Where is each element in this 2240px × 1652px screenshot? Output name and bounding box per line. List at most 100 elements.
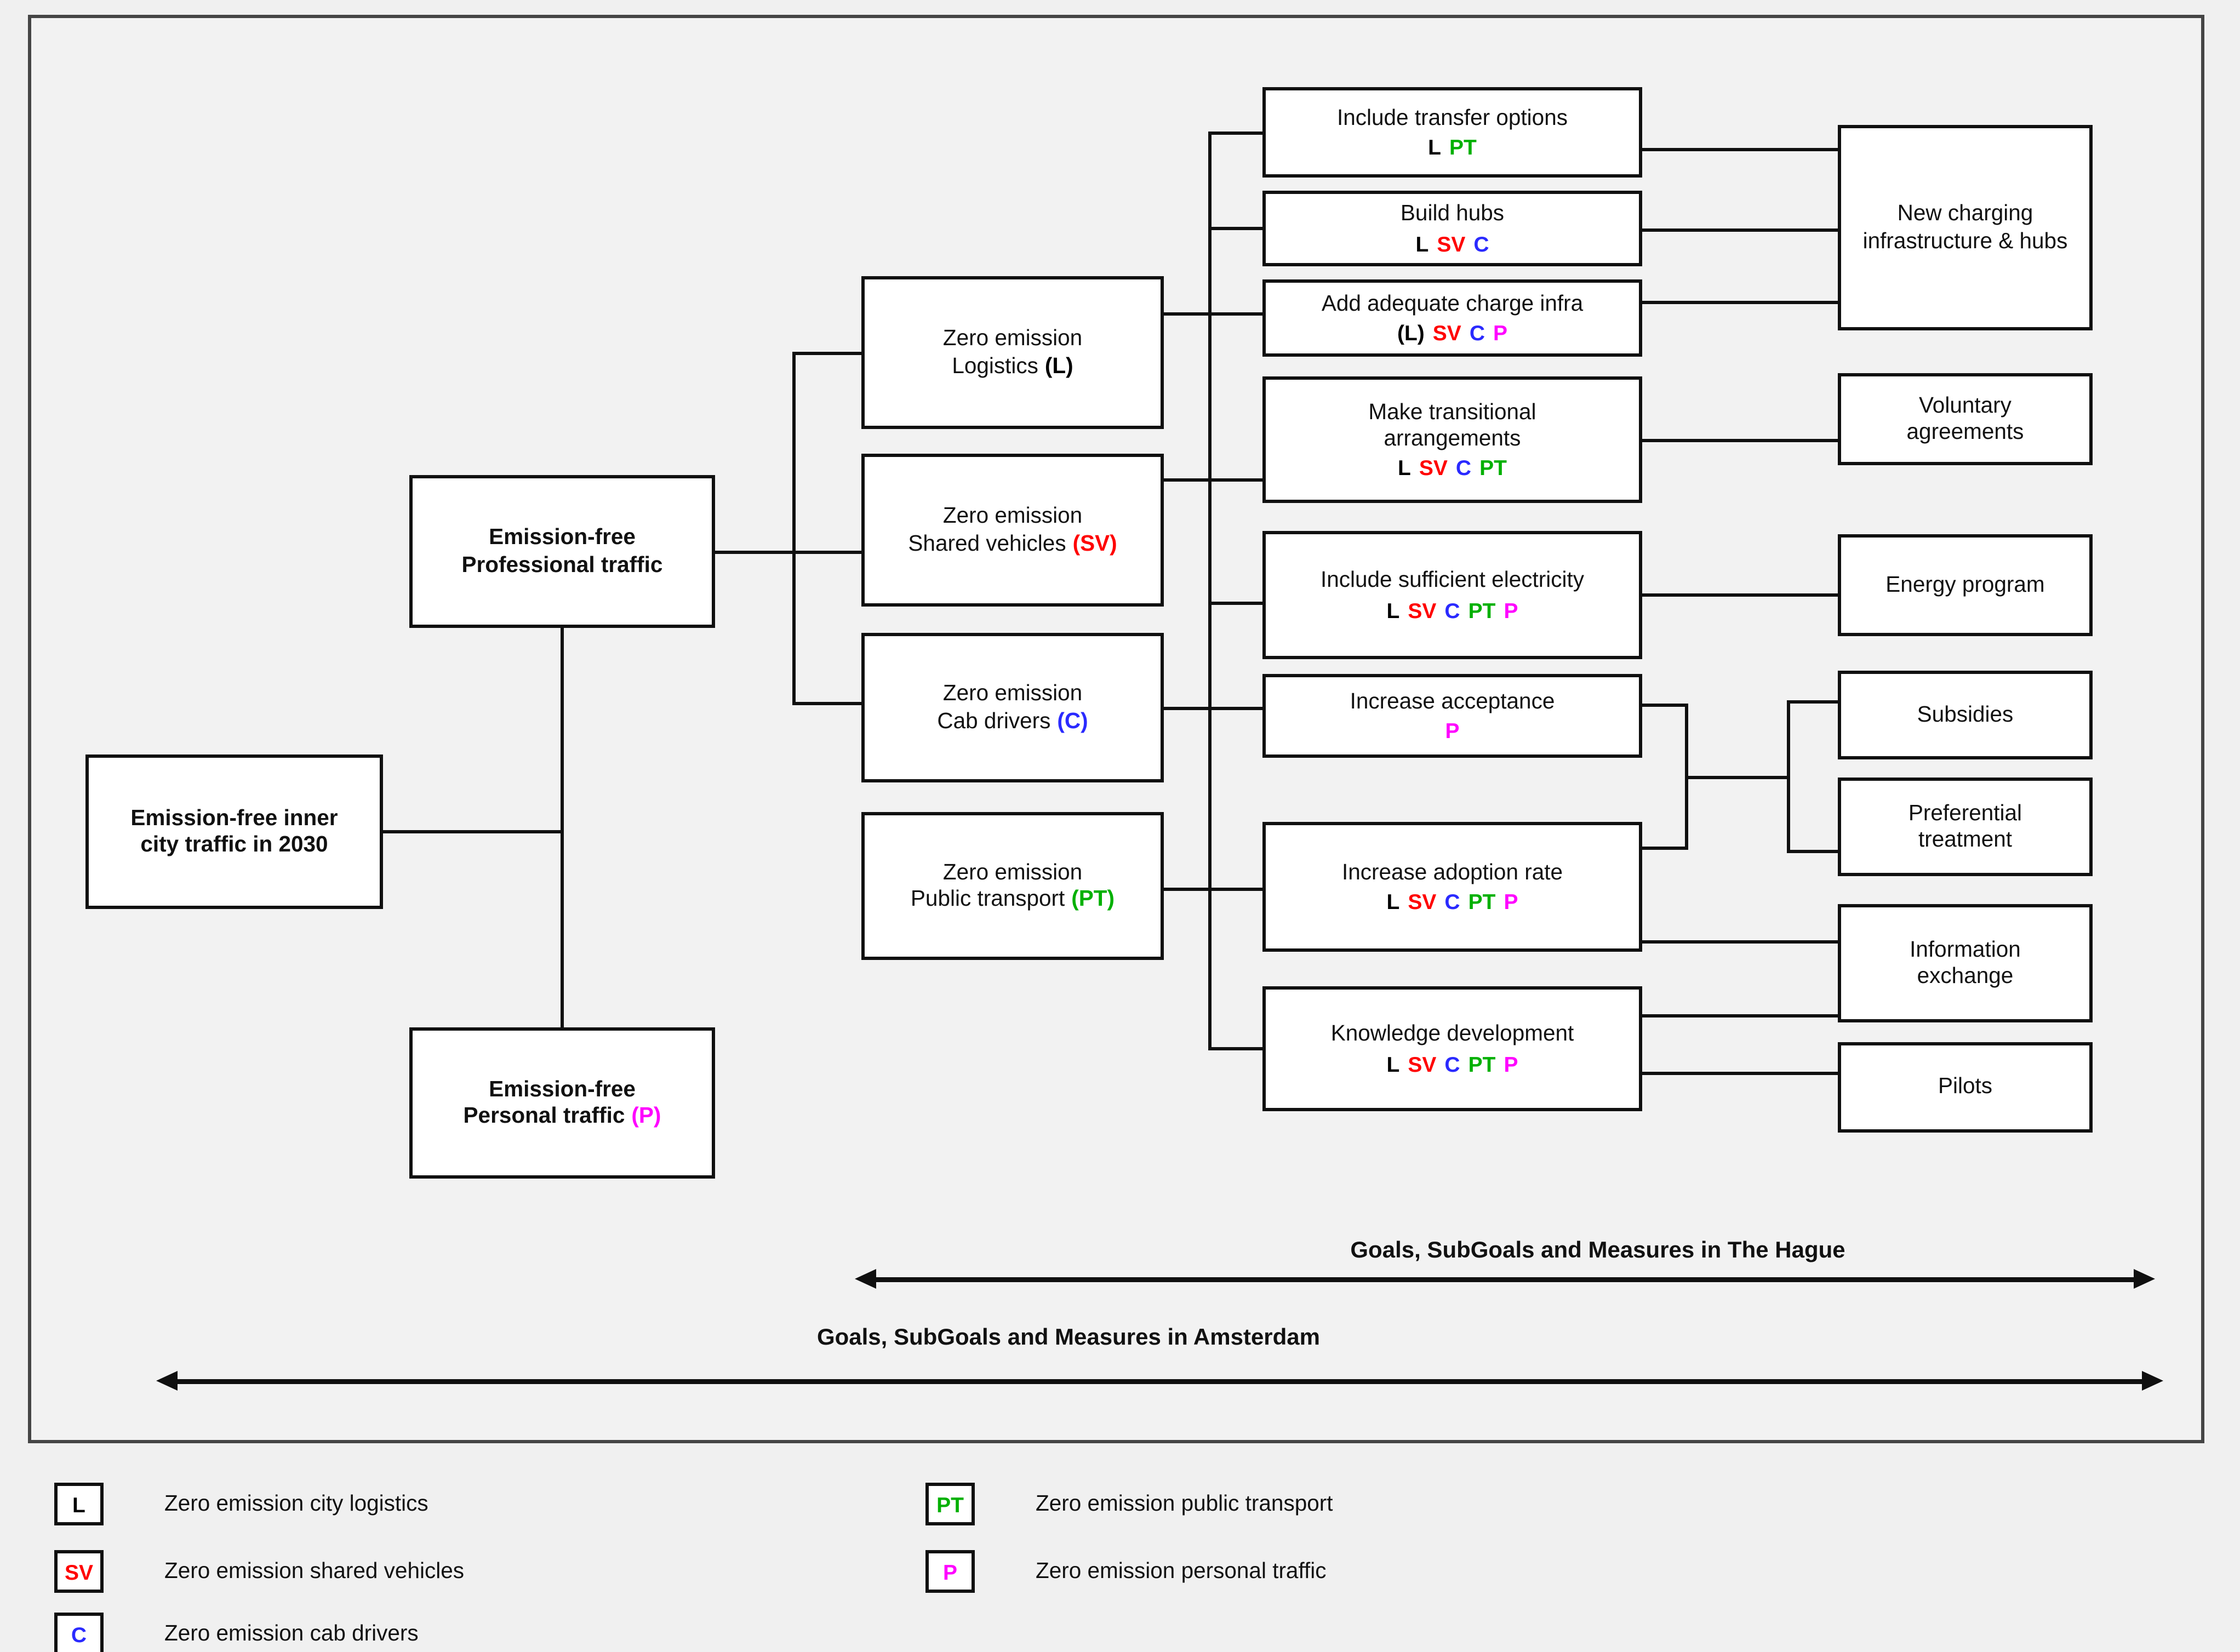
legend-label-city-logistics: Zero emission city logistics	[164, 1491, 428, 1516]
hague-scope-label: Goals, SubGoals and Measures in The Hagu…	[1350, 1236, 1845, 1262]
goal-cab-line2: Cab drivers(C)	[937, 708, 1088, 735]
legend-chip-C-letter: C	[71, 1621, 87, 1647]
amsterdam-arrowhead-left-icon	[156, 1371, 178, 1391]
goal-pt-text: Public transport	[910, 886, 1065, 911]
goal-logistics-text: Logistics	[952, 352, 1038, 378]
connector-root-trunk	[383, 830, 562, 833]
goal-pt-line2: Public transport(PT)	[911, 886, 1115, 913]
goal-box-shared-vehicles: Zero emission Shared vehicles(SV)	[861, 454, 1164, 607]
amsterdam-arrowhead-right-icon	[2142, 1371, 2163, 1391]
connector-acceptance-v1	[1642, 704, 1688, 707]
legend-chip-SV: SV	[54, 1550, 104, 1593]
measure-tag-L: L	[1415, 231, 1429, 256]
root-goal-box: Emission-free inner city traffic in 2030	[85, 754, 383, 909]
measure-title: Include sufficient electricity	[1320, 567, 1584, 592]
measure-title: Increase acceptance	[1350, 688, 1555, 713]
hague-arrowhead-left-icon	[855, 1269, 876, 1289]
connector-cabdrivers-acceptance	[1164, 707, 1262, 710]
connector-to-logistics	[792, 352, 861, 355]
connector-bus-knowledge	[1208, 1047, 1262, 1050]
goal-sv-code-SV: (SV)	[1072, 530, 1117, 555]
measure-title: Include transfer options	[1336, 105, 1568, 130]
measure-tag-L: L	[1386, 598, 1400, 623]
goal-logistics-code-L: (L)	[1044, 352, 1073, 378]
measure-tag-SV: SV	[1437, 231, 1466, 256]
goal-box-cab-drivers: Zero emission Cab drivers(C)	[861, 633, 1164, 782]
personal-line1: Emission-free	[489, 1076, 636, 1101]
goal-cab-text: Cab drivers	[937, 707, 1051, 733]
connector-bus-electricity	[1208, 602, 1262, 605]
amsterdam-scope-label: Goals, SubGoals and Measures in Amsterda…	[816, 1323, 1321, 1350]
legend-chip-P: P	[925, 1550, 975, 1593]
strategy-box-subsidies: Subsidies	[1838, 671, 2093, 759]
connector-knowledge-information	[1642, 1014, 1838, 1018]
legend-label-shared-vehicles: Zero emission shared vehicles	[164, 1558, 465, 1583]
strategy-title: Preferential treatment	[1908, 799, 2022, 851]
measure-tag-SV: SV	[1419, 456, 1448, 481]
connector-chargeinfra-charging	[1642, 301, 1838, 304]
personal-line2-text: Personal traffic	[463, 1103, 625, 1128]
legend-chip-C: C	[54, 1613, 104, 1652]
legend-label-cab-drivers: Zero emission cab drivers	[164, 1621, 419, 1645]
strategy-box-voluntary-agreements: Voluntary agreements	[1838, 373, 2093, 465]
goal-pt-line1: Zero emission	[942, 859, 1083, 884]
strategy-box-energy-program: Energy program	[1838, 534, 2093, 636]
measure-title: Knowledge development	[1330, 1021, 1574, 1046]
hague-scope-arrow	[873, 1277, 2142, 1282]
connector-adoption-v1	[1642, 847, 1688, 850]
legend-label-personal-traffic: Zero emission personal traffic	[1036, 1558, 1327, 1583]
measure-tag-L: L	[1386, 889, 1400, 914]
measure-title: Make transitional arrangements	[1368, 398, 1536, 450]
legend-label-public-transport: Zero emission public transport	[1036, 1491, 1333, 1516]
connector-v1-v2	[1685, 776, 1790, 779]
strategy-title: New charging infrastructure & hubs	[1862, 201, 2068, 253]
measure-tag-PT: PT	[1468, 889, 1496, 914]
amsterdam-scope-arrow	[174, 1379, 2150, 1384]
strategy-box-new-charging-infrastructure: New charging infrastructure & hubs	[1838, 125, 2093, 330]
connector-transitional-voluntary	[1642, 439, 1838, 442]
goal-cab-line1: Zero emission	[942, 681, 1083, 706]
strategy-box-preferential-treatment: Preferential treatment	[1838, 778, 2093, 876]
measure-tag-PT: PT	[1479, 456, 1507, 481]
root-goal-line2: city traffic in 2030	[140, 832, 328, 856]
measure-tag-SV: SV	[1408, 1051, 1437, 1077]
measure-tag-L: L	[1386, 1051, 1400, 1077]
legend-chip-P-letter: P	[942, 1559, 957, 1584]
measure-tag-C: C	[1455, 456, 1472, 481]
measure-title: Build hubs	[1400, 201, 1505, 226]
personal-traffic-box: Emission-free Personal traffic(P)	[409, 1027, 715, 1179]
strategy-title: Pilots	[1938, 1073, 1992, 1099]
goal-logistics-line2: Logistics(L)	[952, 353, 1073, 380]
connector-bus-transfer	[1208, 132, 1262, 135]
goal-box-public-transport: Zero emission Public transport(PT)	[861, 812, 1164, 960]
connector-goals-vertical	[792, 352, 796, 705]
legend-chip-PT-letter: PT	[936, 1491, 964, 1517]
connector-v2	[1787, 700, 1790, 853]
measure-tag-PT: PT	[1468, 1051, 1496, 1077]
connector-bus-vertical	[1208, 132, 1212, 1050]
legend-chip-SV-letter: SV	[64, 1559, 94, 1584]
strategy-box-information-exchange: Information exchange	[1838, 904, 2093, 1022]
goal-sv-line1: Zero emission	[942, 503, 1083, 528]
connector-professional-sharedvehicles	[715, 551, 861, 554]
measure-tag-SV: SV	[1408, 598, 1437, 623]
connector-logistics-chargeinfra	[1164, 312, 1262, 316]
goal-sv-text: Shared vehicles	[908, 530, 1066, 555]
goal-sv-line2: Shared vehicles(SV)	[908, 530, 1117, 557]
measure-tag-P: P	[1493, 321, 1507, 346]
measure-tag-P: P	[1445, 718, 1460, 744]
legend-chip-PT: PT	[925, 1483, 975, 1525]
connector-electricity-energy	[1642, 593, 1838, 597]
strategy-title: Information exchange	[1910, 936, 2021, 988]
strategy-title: Energy program	[1885, 571, 2045, 597]
measure-tag-PT: PT	[1449, 135, 1477, 160]
